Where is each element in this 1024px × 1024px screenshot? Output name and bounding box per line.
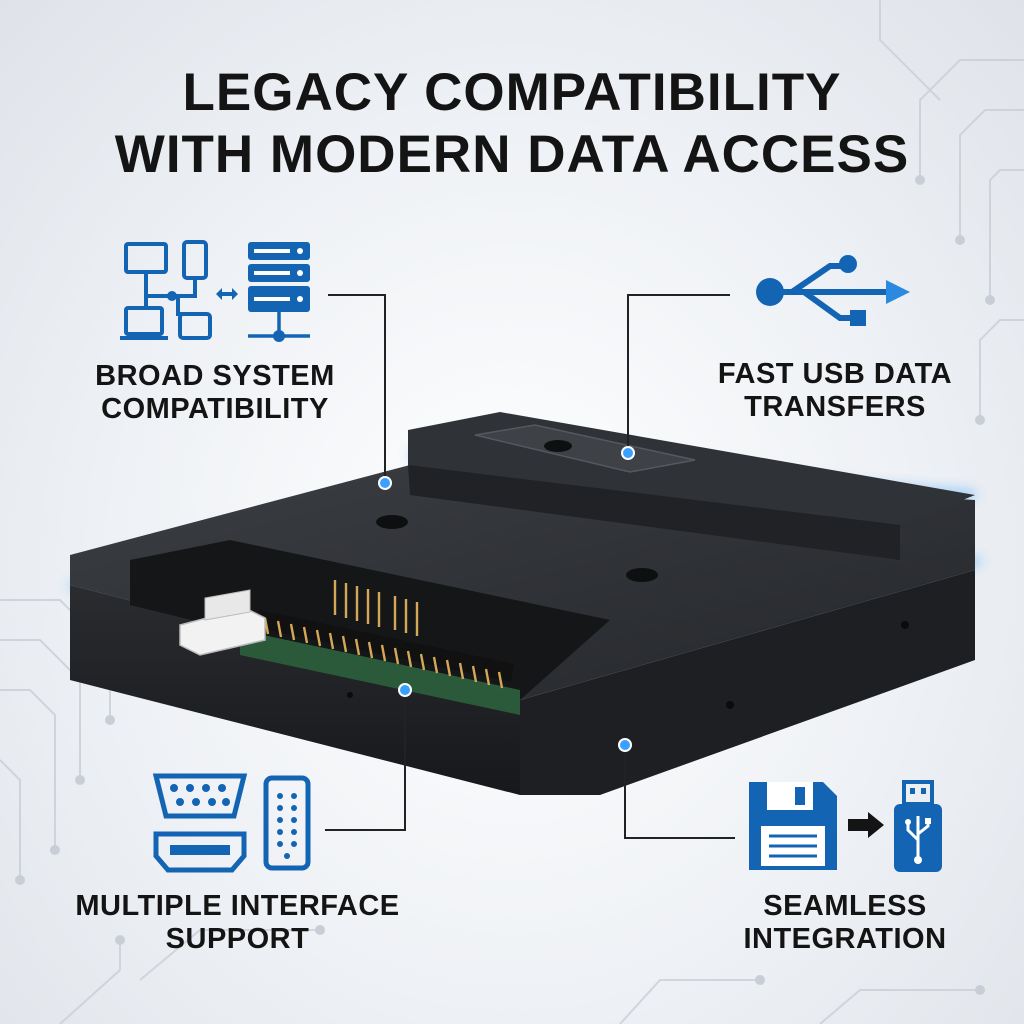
page-title-line-1: LEGACY COMPATIBILITY	[182, 63, 842, 122]
page-title: LEGACY COMPATIBILITY WITH MODERN DATA AC…	[0, 62, 1024, 186]
page-title-line-2: WITH MODERN DATA ACCESS	[114, 125, 910, 184]
feature-label-fast-usb-data-transfers: FAST USB DATA TRANSFERS	[690, 358, 980, 424]
hdmi-port-icon	[153, 831, 247, 873]
floppy-disk-icon	[749, 782, 837, 870]
feature-label-seamless-integration: SEAMLESS INTEGRATION	[700, 890, 990, 956]
device-right-face	[520, 570, 975, 795]
server-icon	[248, 242, 310, 342]
network-devices-icon	[120, 240, 212, 340]
feature-usb-line-1: FAST USB DATA	[717, 358, 953, 390]
feature-broad-line-2: COMPATIBILITY	[101, 393, 329, 425]
vga-port-icon	[263, 775, 311, 871]
feature-multi-line-2: SUPPORT	[165, 923, 310, 955]
feature-broad-line-1: BROAD SYSTEM	[95, 360, 335, 392]
arrow-left-right-icon	[216, 288, 238, 300]
usb-stick-icon	[894, 780, 942, 872]
feature-seamless-line-1: SEAMLESS	[763, 890, 927, 922]
serial-port-icon	[152, 773, 248, 819]
feature-label-broad-system-compatibility: BROAD SYSTEM COMPATIBILITY	[70, 360, 360, 426]
feature-seamless-line-2: INTEGRATION	[743, 923, 947, 955]
feature-usb-line-2: TRANSFERS	[744, 391, 926, 423]
power-connector	[179, 589, 266, 656]
lcd-window	[474, 424, 696, 473]
feature-multi-line-1: MULTIPLE INTERFACE	[75, 890, 400, 922]
arrow-right-icon	[848, 812, 884, 838]
usb-symbol-icon	[756, 255, 910, 326]
feature-label-multiple-interface-support: MULTIPLE INTERFACE SUPPORT	[55, 890, 420, 956]
pin-header	[256, 609, 515, 682]
